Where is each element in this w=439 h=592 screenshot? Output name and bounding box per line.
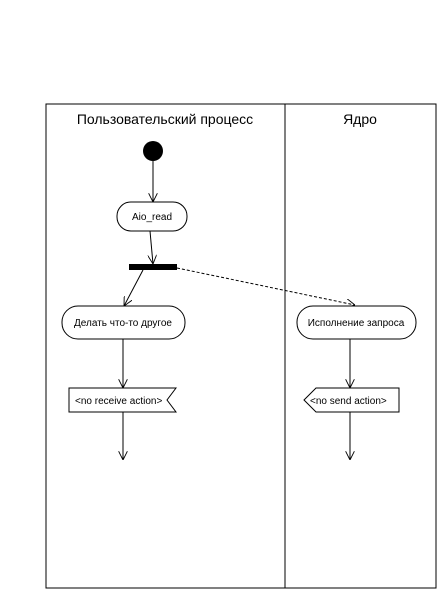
signal-send-action bbox=[303, 387, 400, 413]
action-aio-read-label: Aio_read bbox=[132, 212, 172, 223]
action-exec-request bbox=[296, 305, 417, 340]
action-do-other-label: Делать что-то другое bbox=[74, 318, 172, 329]
flow-fork-to-exec-request bbox=[176, 267, 355, 305]
signal-receive-action bbox=[68, 387, 177, 413]
flow-aio-read-to-fork bbox=[150, 230, 153, 264]
lane-title-user-process: Пользовательский процесс bbox=[77, 111, 253, 127]
signal-send-action-label: <no send action> bbox=[310, 396, 387, 407]
lane-title-kernel: Ядро bbox=[343, 111, 377, 127]
signal-receive-action-label: <no receive action> bbox=[75, 396, 162, 407]
flow-fork-to-do-other bbox=[124, 269, 144, 306]
swimlane-frame bbox=[45, 103, 437, 589]
action-aio-read bbox=[116, 201, 188, 232]
action-exec-request-label: Исполнение запроса bbox=[308, 318, 405, 329]
fork-bar bbox=[129, 264, 177, 270]
initial-node bbox=[143, 141, 163, 161]
